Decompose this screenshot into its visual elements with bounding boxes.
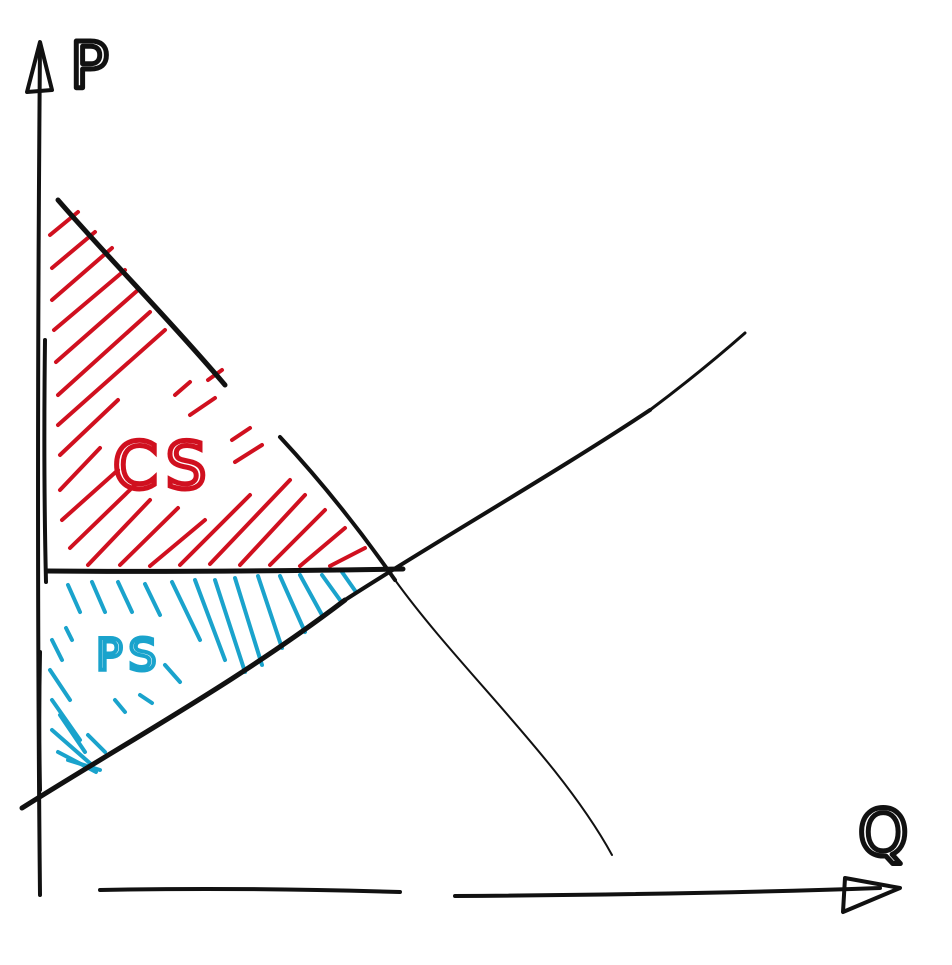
cs-hatch-stroke xyxy=(173,380,192,397)
ps-hatch-stroke xyxy=(64,626,74,642)
cs-hatch-stroke xyxy=(268,508,327,567)
ps-hatch-stroke xyxy=(138,693,154,705)
cs-hatch-stroke xyxy=(178,493,252,567)
supply-curve xyxy=(19,597,348,811)
cs-hatch-stroke xyxy=(52,268,127,332)
ps-hatch-stroke xyxy=(86,733,107,754)
cs-hatch-stroke xyxy=(328,546,367,568)
ps-hatch-stroke xyxy=(116,580,134,614)
demand-curve xyxy=(55,197,228,388)
cs-hatch-stroke xyxy=(58,446,102,492)
ps-hatch-stroke xyxy=(256,574,284,650)
cs-hatch-stroke xyxy=(56,310,152,397)
ps-hatch-stroke xyxy=(58,713,87,754)
cs-hatch-stroke xyxy=(118,506,180,567)
cs-hatch-stroke xyxy=(58,398,120,457)
ps-hatch-stroke xyxy=(320,573,342,602)
ps-hatch-stroke xyxy=(143,582,162,617)
cs-hatch-stroke xyxy=(68,483,137,550)
ps-hatch-stroke xyxy=(213,578,247,674)
ps-hatch-stroke xyxy=(90,580,107,614)
demand-curve-lower xyxy=(278,435,397,582)
ps-hatch-stroke xyxy=(48,668,72,702)
ps-hatch-stroke xyxy=(50,728,94,767)
x-axis-right-segment xyxy=(453,886,882,898)
cs-hatch-stroke xyxy=(50,230,97,270)
cs-hatch-stroke xyxy=(188,396,217,417)
ps-hatch-stroke xyxy=(298,573,324,617)
ps-hatch-stroke xyxy=(340,570,358,594)
consumer-surplus-hatching xyxy=(48,210,367,568)
cs-hatch-stroke xyxy=(148,518,207,568)
ps-hatch-stroke xyxy=(278,574,307,634)
cs-hatch-stroke xyxy=(54,288,140,364)
ps-hatch-stroke xyxy=(50,698,82,742)
cs-hatch-stroke xyxy=(230,426,252,442)
ps-hatch-stroke xyxy=(66,583,82,614)
ps-hatch-stroke xyxy=(66,758,102,772)
x-axis-arrowhead xyxy=(841,876,902,914)
producer-surplus-label: PS xyxy=(96,630,162,681)
equilibrium-price-line xyxy=(44,566,406,574)
cs-left-edge xyxy=(42,338,48,584)
ps-hatch-stroke xyxy=(170,580,202,642)
cs-hatch-stroke xyxy=(86,498,152,567)
ps-hatch-stroke xyxy=(50,638,64,662)
x-axis-label: Q xyxy=(858,797,908,871)
demand-curve-tail xyxy=(394,579,613,856)
ps-left-edge xyxy=(37,650,42,792)
y-axis xyxy=(36,43,42,897)
ps-hatch-stroke xyxy=(113,698,127,714)
cs-hatch-stroke xyxy=(298,526,347,568)
cs-hatch-stroke xyxy=(60,468,120,522)
ps-hatch-stroke xyxy=(233,576,264,667)
supply-curve-upper xyxy=(343,408,652,602)
cs-hatch-stroke xyxy=(50,246,114,302)
cs-hatch-stroke xyxy=(56,328,167,427)
cs-hatch-stroke xyxy=(208,478,292,566)
consumer-surplus-label: CS xyxy=(113,430,214,504)
supply-curve-end xyxy=(648,331,747,412)
ps-hatch-stroke xyxy=(163,663,182,684)
cs-hatch-stroke xyxy=(233,443,264,464)
x-axis-left-segment xyxy=(98,886,402,894)
ps-hatch-stroke xyxy=(193,578,227,662)
y-axis-label: P xyxy=(70,30,109,104)
y-axis-arrowhead xyxy=(25,40,54,94)
cs-hatch-stroke xyxy=(238,493,307,567)
